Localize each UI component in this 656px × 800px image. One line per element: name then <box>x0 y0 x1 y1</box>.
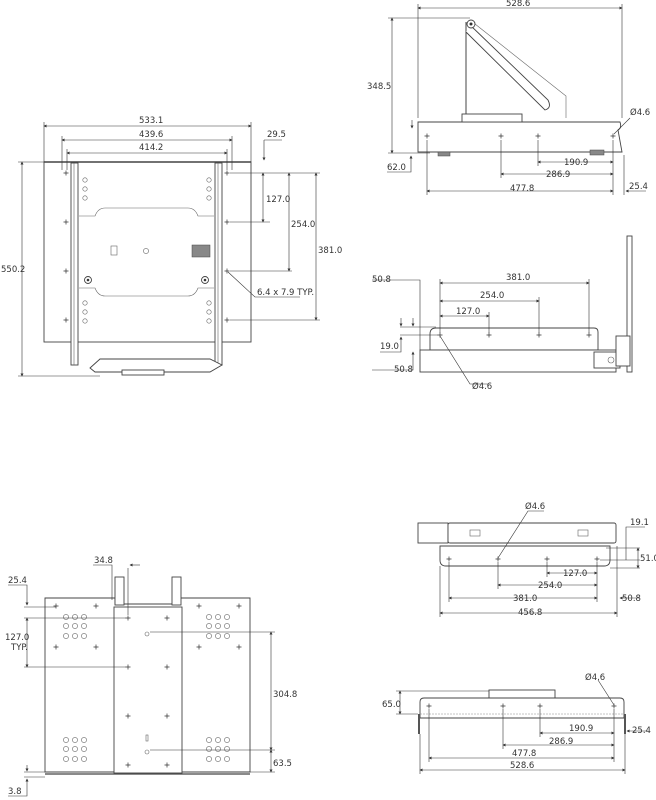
dim-25-4: 25.4 <box>8 576 27 586</box>
left-post <box>114 576 125 606</box>
dim-65-0: 65.0 <box>382 700 401 710</box>
side-plate <box>417 121 623 153</box>
dim-29-5: 29.5 <box>267 130 286 140</box>
dim-533-1: 533.1 <box>139 116 163 126</box>
dim-304-8: 304.8 <box>273 690 297 700</box>
center-strip <box>113 606 183 774</box>
plan-plate <box>439 545 611 567</box>
dim-hole-dia: Ø4.6 <box>525 501 545 512</box>
dim-381-0: 381.0 <box>318 246 342 256</box>
dim-typ-label: TYP. <box>10 643 28 653</box>
dim-190-9: 190.9 <box>569 724 593 734</box>
dim-127-0: 127.0 <box>266 195 290 205</box>
dim-477-8: 477.8 <box>510 184 534 194</box>
dim-127-0: 127.0 <box>563 569 587 579</box>
dim-25-4: 25.4 <box>629 182 648 192</box>
rail-assembly <box>447 522 617 544</box>
dim-550-2: 550.2 <box>1 265 25 275</box>
dim-286-9: 286.9 <box>546 170 570 180</box>
dim-381-0: 381.0 <box>513 594 537 604</box>
dim-254-0: 254.0 <box>538 581 562 591</box>
dim-127-0: 127.0 <box>456 307 480 317</box>
dim-528-6: 528.6 <box>506 0 530 9</box>
right-post <box>171 576 182 606</box>
front-view: 533.1 439.6 414.2 29.5 550.2 127.0 254.0… <box>1 116 342 377</box>
dim-286-9: 286.9 <box>549 737 573 747</box>
dim-3-8: 3.8 <box>8 787 22 797</box>
side-view: 528.6 348.5 62.0 190.9 286.9 477.8 25.4 … <box>367 0 650 195</box>
bottom-bracket <box>89 358 223 373</box>
dim-50-8-top: 50.8 <box>372 275 391 285</box>
dim-50-8-bottom: 50.8 <box>394 365 413 375</box>
dim-528-6: 528.6 <box>510 761 534 771</box>
plan-plate-2 <box>419 697 625 719</box>
dim-127-0-typ: 127.0 <box>5 633 29 643</box>
dim-62-0: 62.0 <box>387 163 406 173</box>
dim-19-0: 19.0 <box>380 342 399 352</box>
dim-190-9: 190.9 <box>564 158 588 168</box>
dim-477-8: 477.8 <box>512 749 536 759</box>
dim-slot-typ: 6.4 x 7.9 TYP. <box>257 288 314 298</box>
lock-mechanism <box>191 244 211 258</box>
dim-348-5: 348.5 <box>367 82 391 92</box>
dim-456-8: 456.8 <box>518 608 542 618</box>
support-arm <box>465 23 550 111</box>
dim-hole-dia: Ø4.6 <box>472 381 492 392</box>
dim-19-1: 19.1 <box>630 518 649 528</box>
dim-hole-dia: Ø4.6 <box>630 107 650 118</box>
side-view-2: 381.0 254.0 127.0 50.8 19.0 50.8 Ø4.6 <box>372 235 633 392</box>
right-rail <box>214 162 223 366</box>
dim-34-8: 34.8 <box>94 556 113 566</box>
dim-414-2: 414.2 <box>139 143 163 153</box>
dim-25-4: 25.4 <box>632 726 651 736</box>
dim-439-6: 439.6 <box>139 130 163 140</box>
dim-63-5: 63.5 <box>273 759 292 769</box>
plan-view-2: Ø4.6 65.0 190.9 286.9 477.8 25.4 528.6 <box>382 672 651 774</box>
dim-50-8: 50.8 <box>622 594 641 604</box>
rear-view: 34.8 25.4 127.0 TYP. 304.8 63.5 3.8 <box>5 556 297 797</box>
plan-view: Ø4.6 19.1 51.0 127.0 254.0 381.0 50.8 45… <box>417 501 656 618</box>
dim-hole-dia: Ø4.6 <box>585 672 605 683</box>
side-plate-2 <box>429 327 599 351</box>
dim-381-0: 381.0 <box>506 273 530 283</box>
slide-rail <box>419 349 617 373</box>
vertical-bracket <box>626 235 633 373</box>
dim-254-0: 254.0 <box>480 291 504 301</box>
dim-254-0: 254.0 <box>291 220 315 230</box>
left-rail <box>70 162 79 366</box>
dim-51-0: 51.0 <box>640 554 656 564</box>
